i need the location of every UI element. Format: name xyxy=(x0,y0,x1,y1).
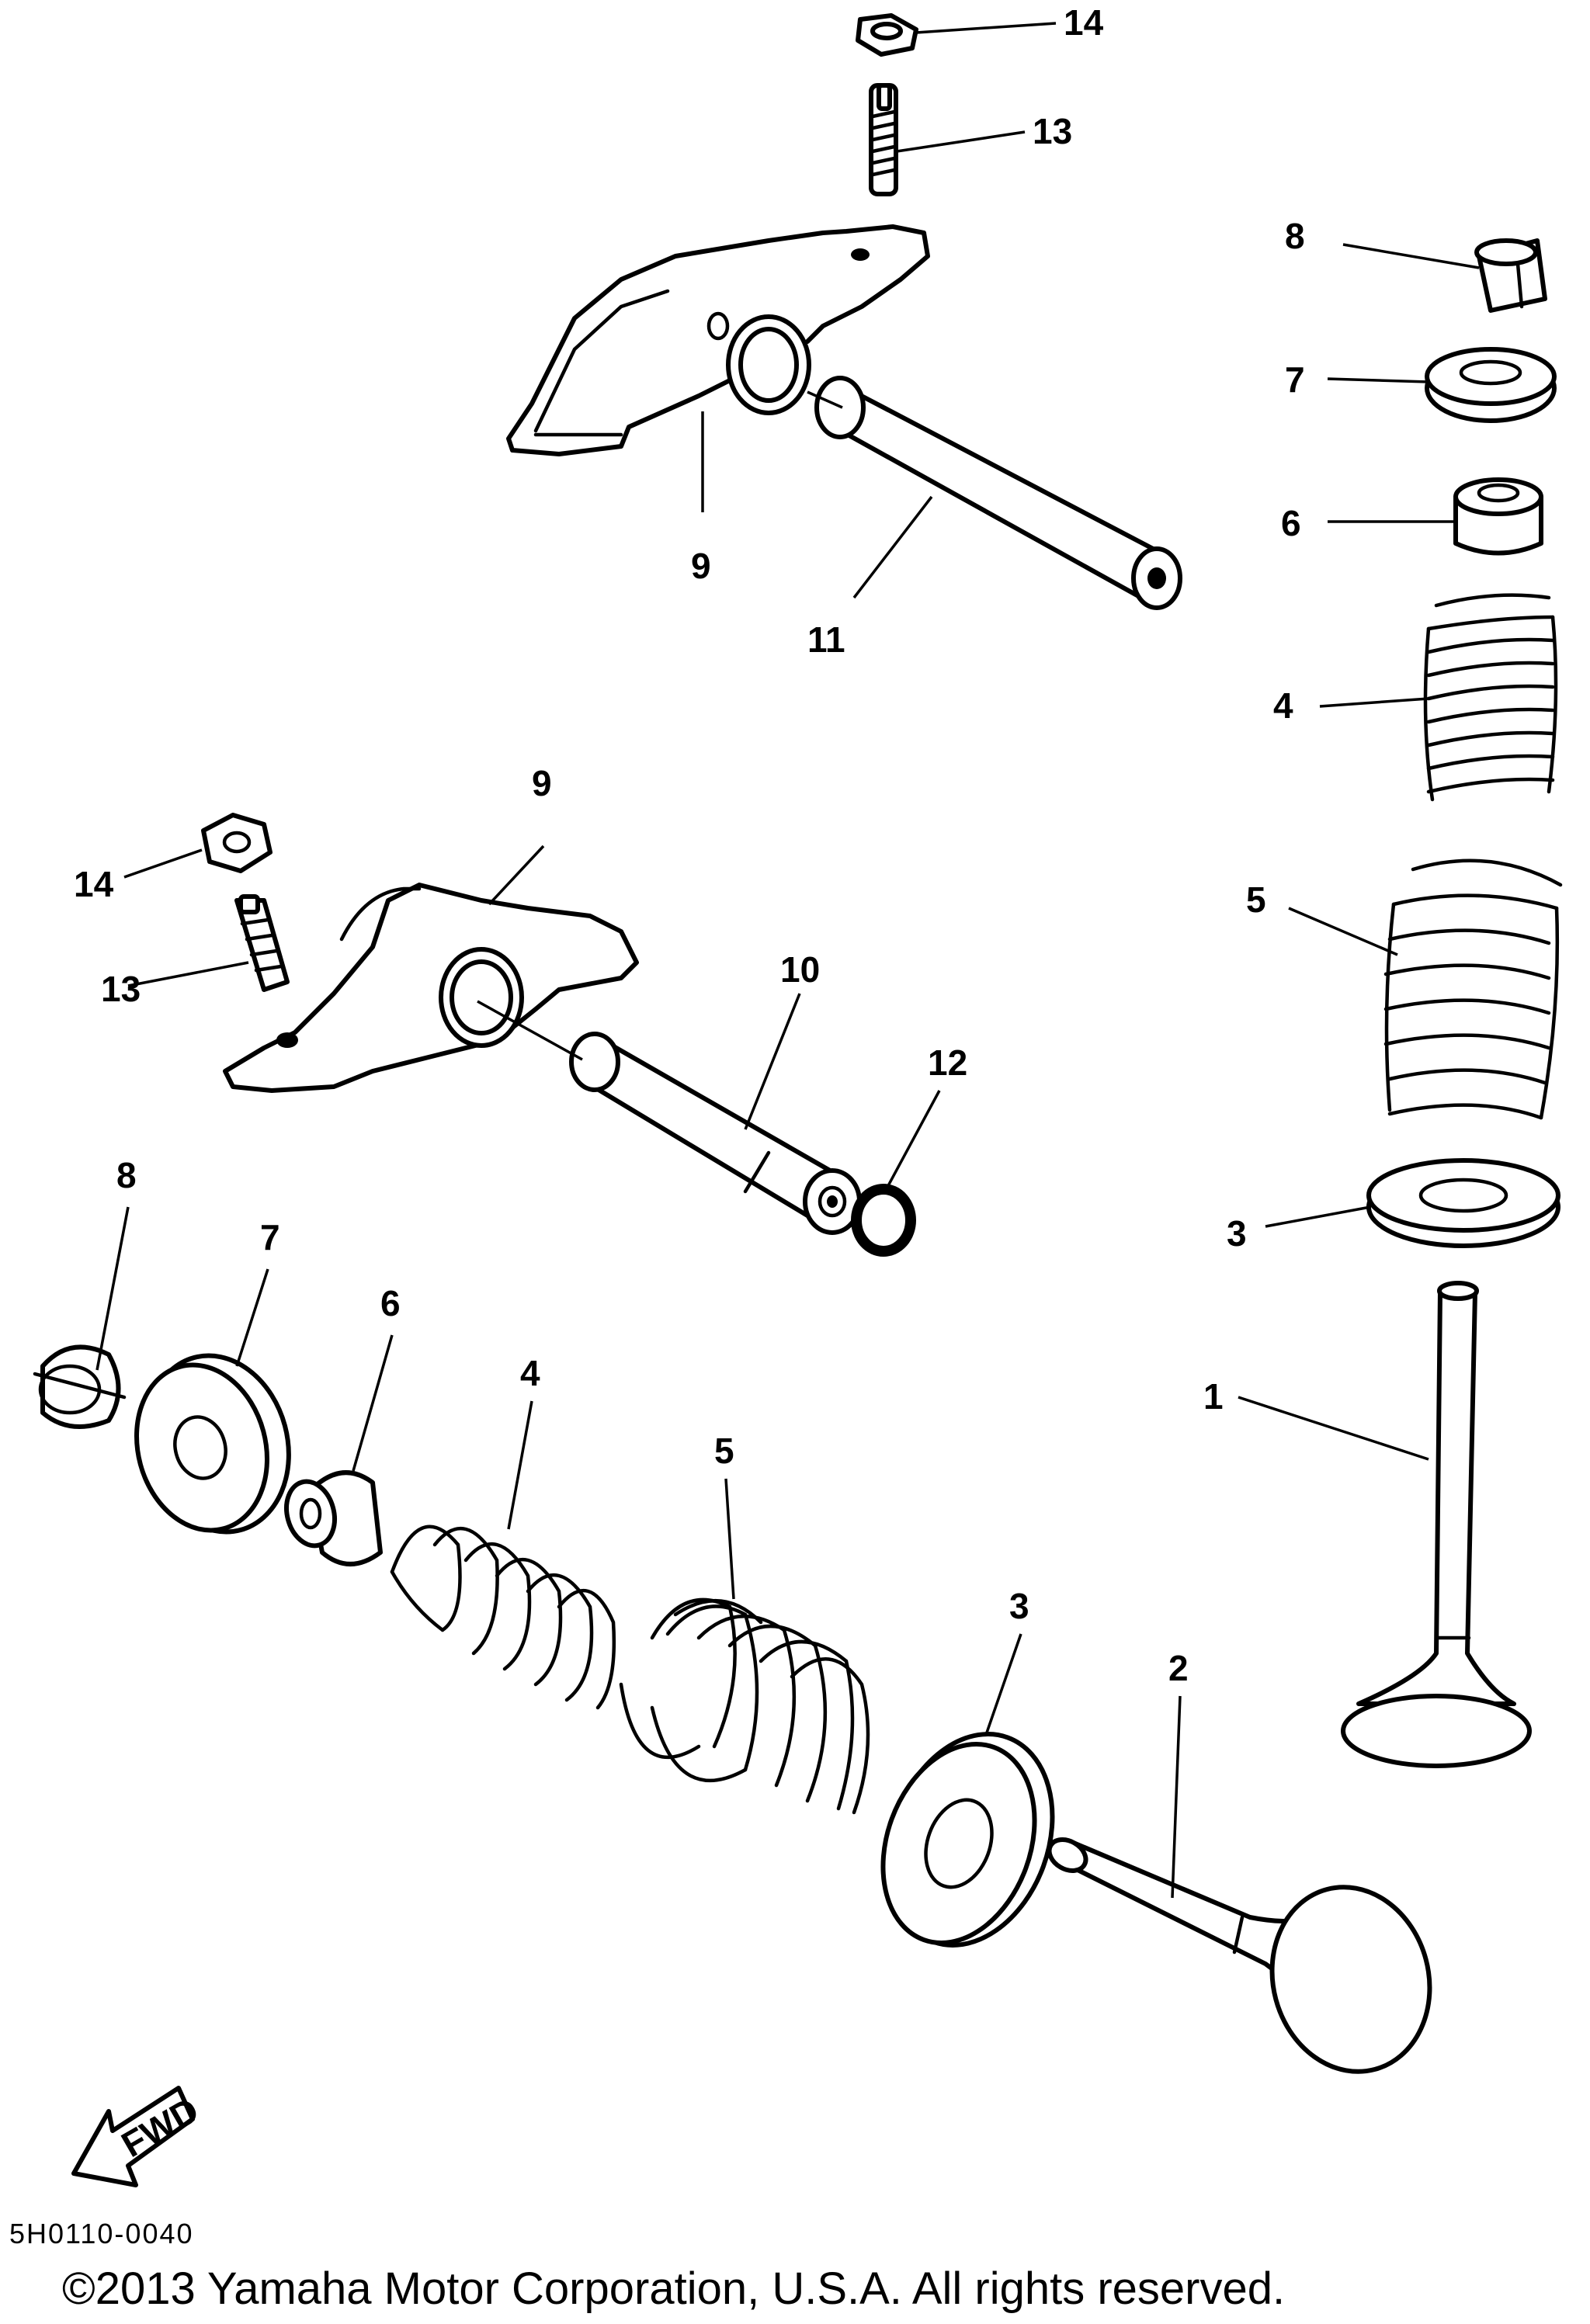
callout-top-shaft: 11 xyxy=(807,619,845,660)
callout-mid-oring: 12 xyxy=(928,1042,967,1083)
right-cotter-part xyxy=(1474,238,1547,313)
copyright-notice: ©2013 Yamaha Motor Corporation, U.S.A. A… xyxy=(62,2263,1285,2314)
leader-lines xyxy=(95,22,1480,1899)
top-rocker-arm-part xyxy=(506,224,930,456)
callout-right-seat: 3 xyxy=(1227,1213,1247,1254)
right-outer-spring-part xyxy=(1383,858,1563,1120)
callout-right-inner-spring: 4 xyxy=(1273,685,1293,726)
callout-mid-screw: 13 xyxy=(101,969,141,1009)
bottom-outer-spring-part xyxy=(619,1597,870,1815)
bottom-valve-part xyxy=(1047,1837,1432,2074)
bottom-retainer-part xyxy=(134,1353,291,1535)
callout-bottom-cotter: 8 xyxy=(116,1155,137,1195)
top-shaft-part xyxy=(807,376,1182,610)
callout-mid-nut: 14 xyxy=(74,864,114,904)
callout-top-rocker-arm: 9 xyxy=(691,546,711,586)
callout-bottom-valve: 2 xyxy=(1168,1648,1189,1688)
diagram-code: 5H0110-0040 xyxy=(9,2218,194,2249)
top-nut-part xyxy=(856,13,918,57)
callout-right-cotter: 8 xyxy=(1285,216,1305,256)
callout-bottom-retainer: 7 xyxy=(260,1217,280,1257)
callout-bottom-inner-spring: 4 xyxy=(520,1353,540,1393)
callout-bottom-seal: 6 xyxy=(380,1283,401,1323)
callout-right-outer-spring: 5 xyxy=(1246,879,1266,920)
callout-mid-shaft: 10 xyxy=(780,949,820,990)
mid-rocker-arm-part xyxy=(223,883,639,1093)
right-valve-part xyxy=(1341,1281,1532,1768)
callout-bottom-outer-spring: 5 xyxy=(714,1431,734,1471)
callout-top-screw: 13 xyxy=(1033,111,1072,151)
callout-labels: 14 13 9 11 8 7 6 4 5 3 1 9 14 13 10 12 8… xyxy=(74,2,1305,1688)
mid-screw-part xyxy=(234,894,290,992)
right-retainer-part xyxy=(1425,347,1557,423)
bottom-inner-spring-part xyxy=(390,1524,616,1710)
callout-right-valve: 1 xyxy=(1203,1376,1224,1417)
callout-mid-rocker-arm: 9 xyxy=(532,763,552,803)
right-inner-spring-part xyxy=(1423,593,1558,802)
top-screw-part xyxy=(869,83,898,196)
callout-right-seal: 6 xyxy=(1281,503,1301,543)
callout-top-nut: 14 xyxy=(1064,2,1104,43)
bottom-seal-part xyxy=(284,1470,383,1566)
fwd-arrow-icon: FWD xyxy=(71,2086,205,2187)
mid-nut-part xyxy=(201,813,273,873)
bottom-cotter-part xyxy=(33,1344,127,1429)
mid-shaft-part xyxy=(477,1000,862,1235)
right-seat-part xyxy=(1366,1158,1560,1248)
right-seal-part xyxy=(1453,477,1543,556)
mid-oring-part xyxy=(851,1184,916,1257)
bottom-seat-part xyxy=(880,1732,1055,1948)
callout-bottom-seat: 3 xyxy=(1009,1586,1029,1626)
callout-right-retainer: 7 xyxy=(1285,359,1305,400)
